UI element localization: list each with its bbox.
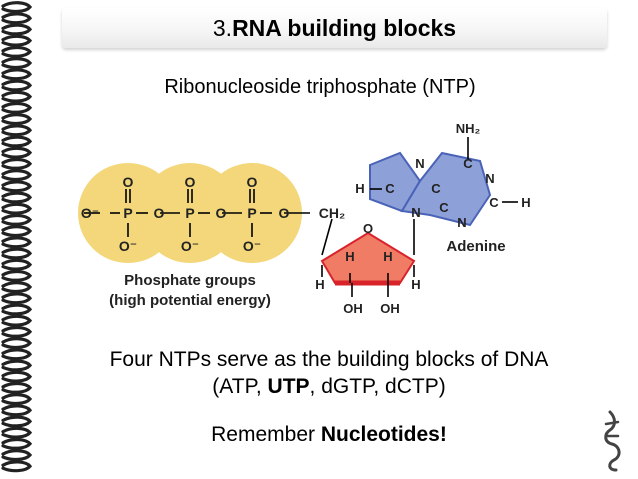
phosphate-p-2: P: [185, 205, 194, 221]
spiral-coil: [1, 337, 33, 350]
phosphate-bridge-o-3: O: [279, 205, 290, 221]
ch2-label: CH₂: [319, 205, 345, 221]
phosphate-caption-line2: (high potential energy): [109, 292, 271, 309]
sugar-h-3: H: [315, 277, 324, 292]
page-title: 3.RNA building blocks: [212, 15, 457, 41]
phosphate-circle-3: [202, 163, 302, 263]
base-h-2: H: [521, 195, 530, 210]
spiral-coil: [1, 225, 33, 238]
spiral-coil: [1, 348, 33, 361]
phosphate-o-minus-3: O⁻: [243, 238, 261, 254]
spiral-coil: [1, 45, 33, 58]
base-n-3: N: [411, 205, 420, 220]
spiral-coil: [1, 359, 33, 372]
body-line-2: (ATP, UTP, dGTP, dCTP): [212, 375, 446, 398]
spiral-coil: [1, 415, 33, 428]
spiral-coil: [1, 90, 33, 103]
adenine-label: Adenine: [446, 238, 505, 255]
spiral-coil: [1, 269, 33, 282]
spiral-coil: [1, 34, 33, 47]
spiral-coil: [1, 381, 33, 394]
base-n-1: N: [415, 156, 424, 171]
base-n-2: N: [485, 171, 494, 186]
spiral-coil: [1, 292, 33, 305]
spiral-coil: [1, 247, 33, 260]
spiral-coil: [1, 157, 33, 170]
phosphate-p-1: P: [123, 205, 132, 221]
phosphate-o-minus-left: O⁻: [81, 205, 99, 221]
body-line-3: Remember Nucleotides!: [211, 423, 447, 446]
phosphate-groups: [78, 163, 302, 263]
spiral-coil: [1, 113, 33, 126]
spiral-coil: [1, 325, 33, 338]
spiral-coil: [1, 449, 33, 462]
sugar-oh-1: OH: [343, 301, 363, 316]
phosphate-caption: Phosphate groups (high potential energy): [109, 272, 271, 309]
phosphate-bridge-o-2: O: [216, 205, 227, 221]
bonds: [84, 137, 518, 297]
body-line-1: Four NTPs serve as the building blocks o…: [109, 348, 549, 371]
sugar-oh-2: OH: [380, 301, 400, 316]
spiral-coil: [1, 124, 33, 137]
phosphate-o-1: O: [123, 174, 134, 190]
spiral-coil: [1, 12, 33, 25]
corner-ornament-icon: [604, 410, 621, 472]
sugar-h-1: H: [345, 249, 354, 264]
spiral-coil: [1, 202, 33, 215]
base-c-3: C: [431, 181, 441, 196]
spiral-coil: [1, 79, 33, 92]
base-c-1: C: [463, 156, 473, 171]
sugar-o: O: [363, 221, 373, 236]
phosphate-o-minus-2: O⁻: [181, 238, 199, 254]
base-c-4: C: [439, 200, 449, 215]
spiral-coil: [1, 426, 33, 439]
sugar-h-2: H: [383, 249, 392, 264]
sugar-h-4: H: [411, 277, 420, 292]
spiral-coil: [1, 57, 33, 70]
base-n-4: N: [457, 215, 466, 230]
phosphate-o-2: O: [185, 174, 196, 190]
spiral-coil: [1, 169, 33, 182]
spiral-coil: [1, 1, 33, 14]
spiral-coil: [1, 370, 33, 383]
phosphate-p-3: P: [247, 205, 256, 221]
spiral-coil: [1, 437, 33, 450]
base-h-1: H: [355, 181, 364, 196]
base-c-2: C: [385, 181, 395, 196]
spiral-coil: [1, 146, 33, 159]
sugar-labels: O H H H H OH OH: [315, 221, 420, 316]
phosphate-bridge-o-1: O: [154, 205, 165, 221]
spiral-coil: [1, 281, 33, 294]
phosphate-o-minus-1: O⁻: [119, 238, 137, 254]
spiral-coil: [1, 213, 33, 226]
spiral-coil: [1, 460, 33, 473]
adenine-labels: NH₂ N C H C C N N C N C H: [355, 121, 530, 230]
spiral-coil: [1, 135, 33, 148]
ntp-structure-diagram: O O O O⁻ P O P O P O CH₂ O⁻ O⁻ O⁻ Phosph…: [78, 121, 531, 316]
spiral-coil: [1, 404, 33, 417]
title-bar: [62, 8, 607, 48]
phosphate-o-3: O: [247, 174, 258, 190]
spiral-coil: [1, 314, 33, 327]
base-c-5: C: [489, 195, 499, 210]
spiral-coil: [1, 68, 33, 81]
phosphate-labels: O O O O⁻ P O P O P O CH₂ O⁻ O⁻ O⁻: [81, 174, 345, 254]
ribose-ring: [320, 231, 416, 284]
spiral-coil: [1, 258, 33, 271]
spiral-binding: [1, 1, 33, 473]
base-nh2: NH₂: [456, 121, 481, 136]
adenine-six-ring: [400, 151, 492, 227]
subtitle: Ribonucleoside triphosphate (NTP): [164, 76, 476, 98]
spiral-coil: [1, 393, 33, 406]
phosphate-caption-line1: Phosphate groups: [124, 272, 256, 289]
spiral-coil: [1, 303, 33, 316]
spiral-coil: [1, 236, 33, 249]
spiral-coil: [1, 180, 33, 193]
spiral-coil: [1, 191, 33, 204]
spiral-coil: [1, 23, 33, 36]
spiral-coil: [1, 101, 33, 114]
